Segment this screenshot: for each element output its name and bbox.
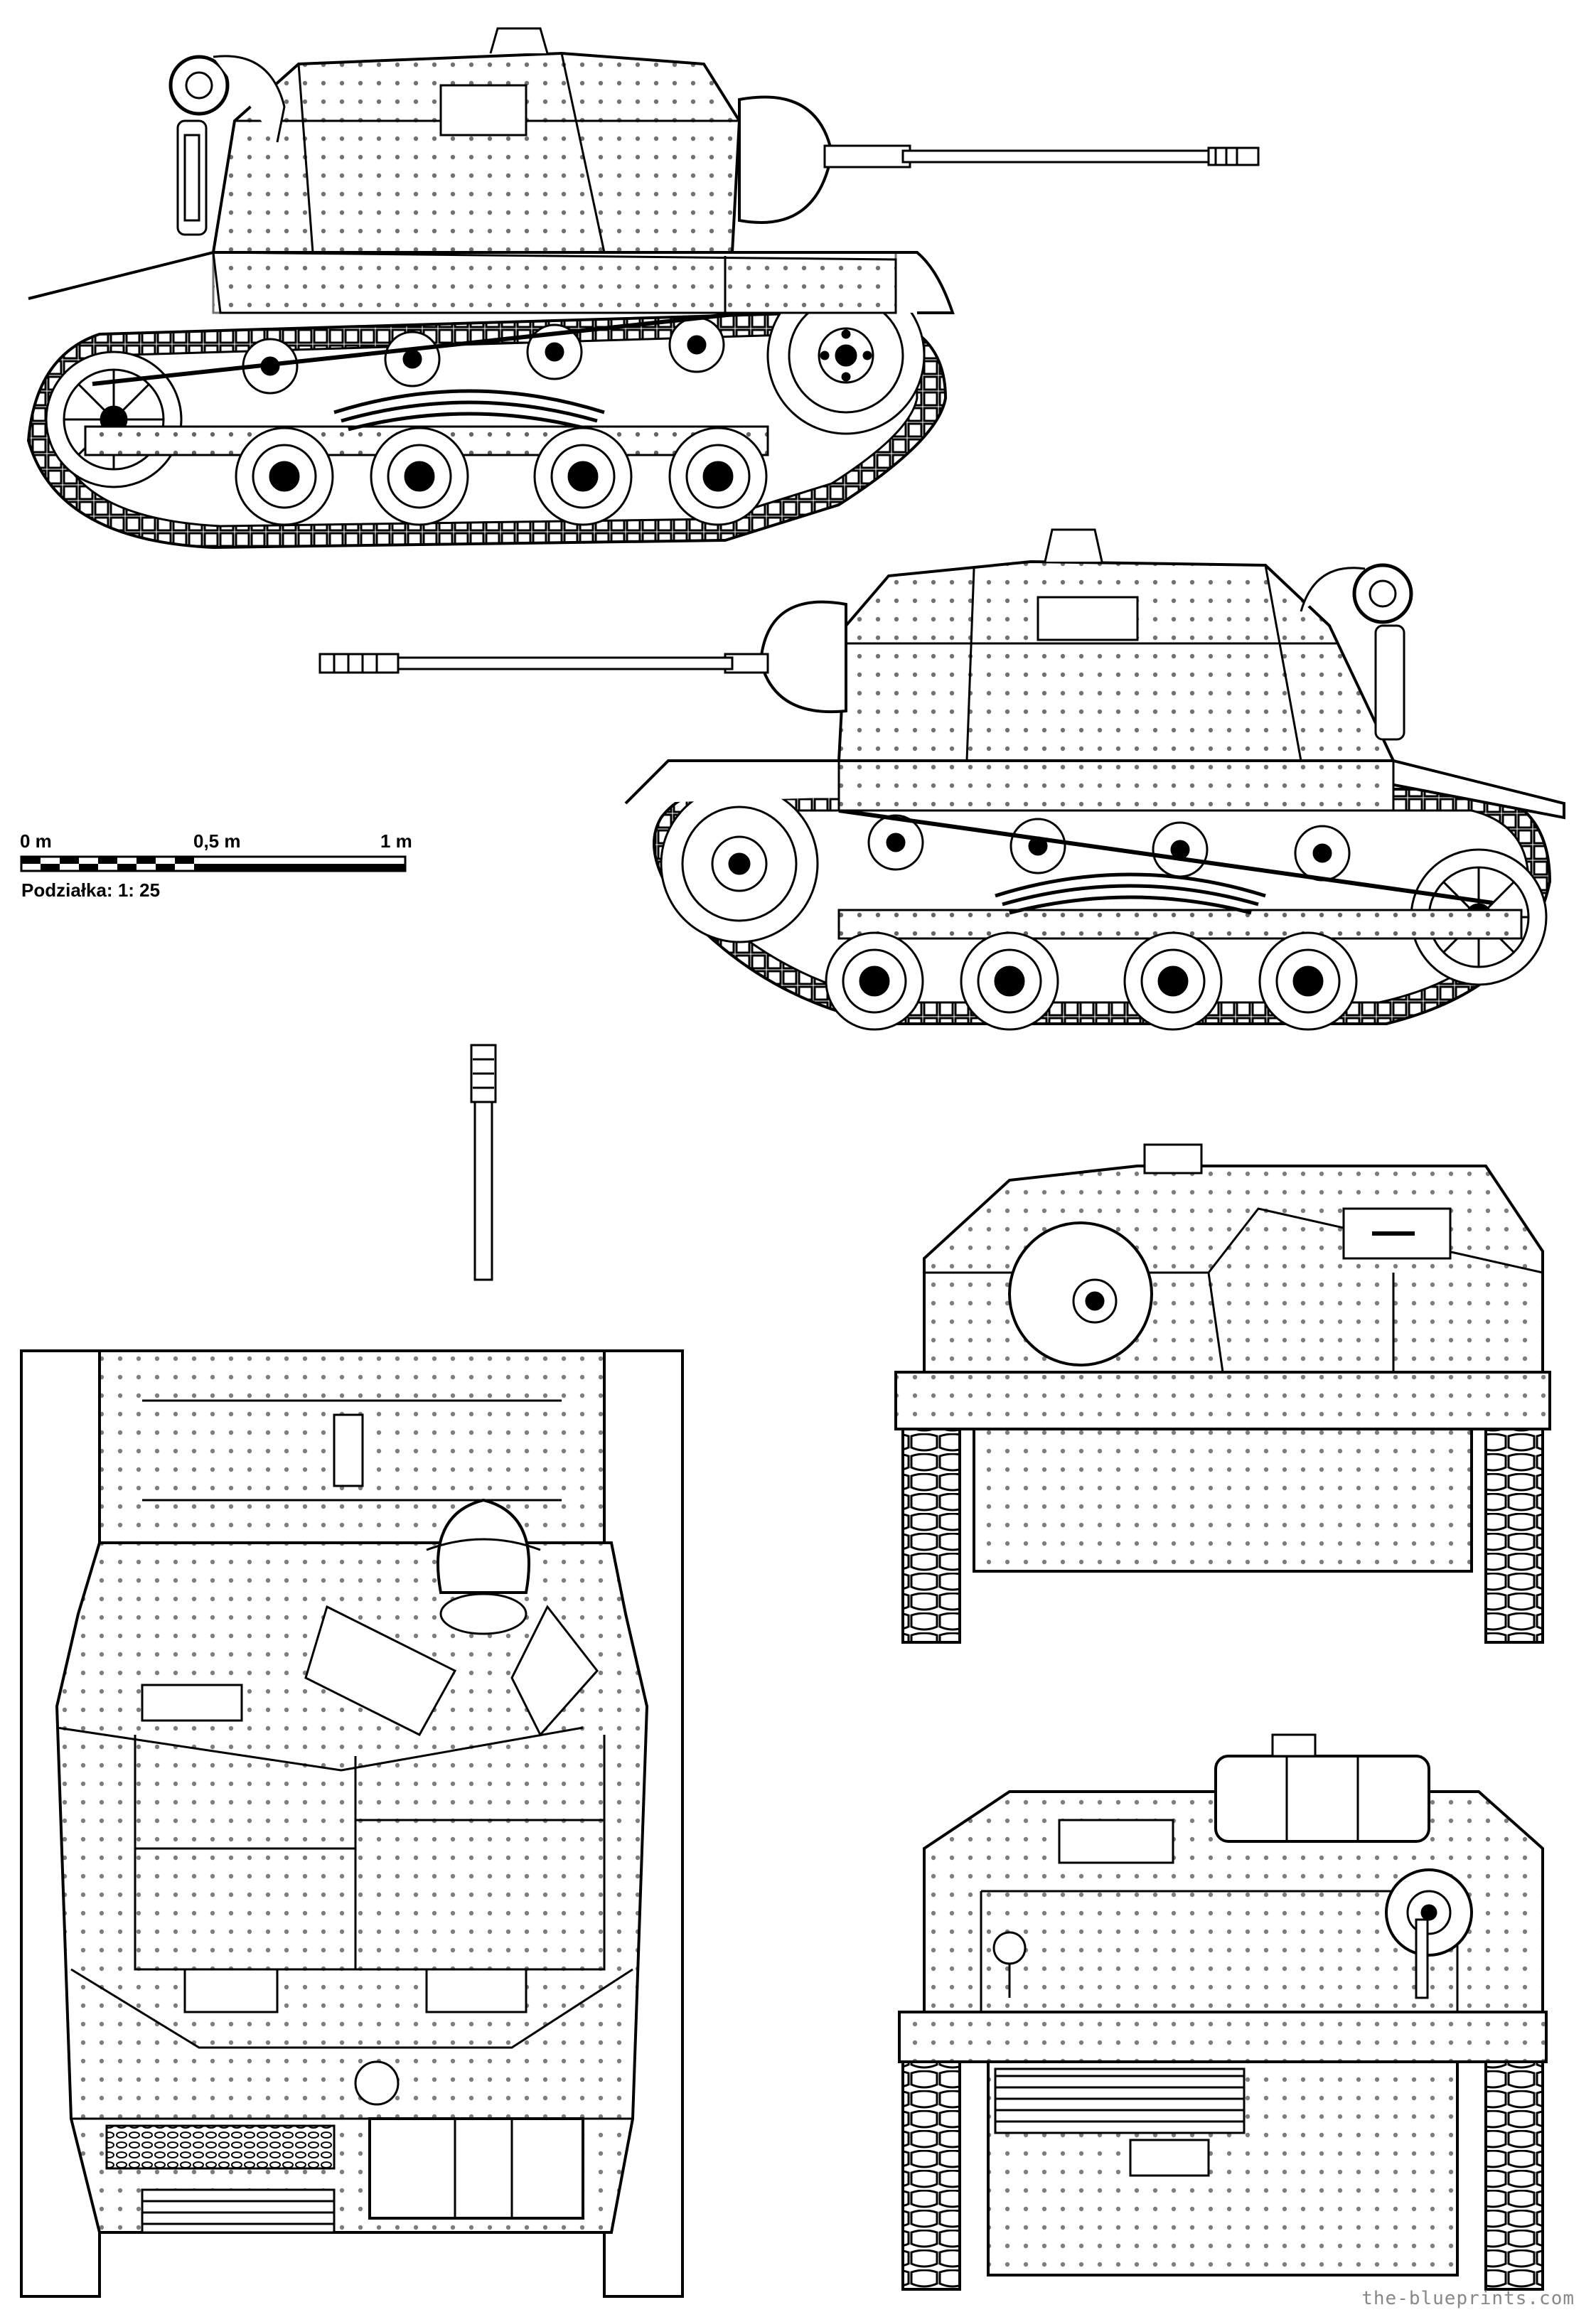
top-view [20, 1044, 684, 2298]
scale-tick-0: 0 m [20, 830, 52, 852]
scale-bar [20, 855, 407, 872]
front-view [894, 1143, 1551, 1644]
scale-tick-mid: 0,5 m [193, 830, 241, 852]
side-view-left [26, 27, 1260, 550]
rear-view [898, 1733, 1548, 2291]
side-view-right [318, 528, 1565, 1031]
scale-tick-end: 1 m [380, 830, 412, 852]
scale-caption: Podziałka: 1: 25 [21, 879, 161, 901]
watermark: the-blueprints.com [1361, 2288, 1575, 2309]
